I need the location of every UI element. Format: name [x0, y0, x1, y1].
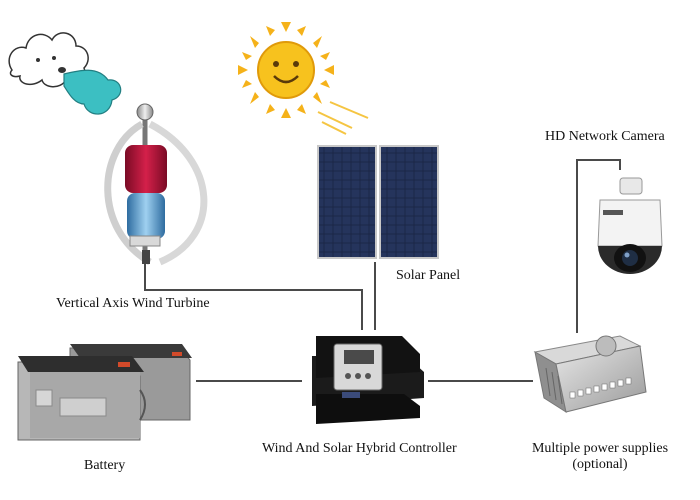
battery-icon — [17, 344, 192, 441]
sun-icon — [238, 22, 369, 135]
hybrid-controller-icon — [312, 336, 424, 424]
wind-cloud-icon — [8, 32, 122, 115]
wind-turbine-icon — [104, 103, 208, 266]
power-supply-label-line1: Multiple power supplies — [531, 441, 669, 456]
power-supply-label-line2: (optional) — [572, 457, 628, 472]
solar-panel-label: Solar Panel — [396, 268, 461, 283]
dome-camera-icon — [597, 177, 663, 274]
wire-psu-camera — [576, 159, 621, 333]
solar-panel-icon — [317, 145, 439, 259]
controller-label: Wind And Solar Hybrid Controller — [262, 441, 457, 456]
wind-turbine-label: Vertical Axis Wind Turbine — [56, 296, 210, 311]
power-supply-icon — [533, 335, 647, 414]
wires — [144, 159, 621, 382]
camera-label: HD Network Camera — [545, 129, 665, 144]
battery-label: Battery — [84, 458, 126, 473]
power-supply-label: Multiple power supplies (optional) — [508, 441, 692, 473]
wire-turbine-controller — [144, 262, 363, 330]
